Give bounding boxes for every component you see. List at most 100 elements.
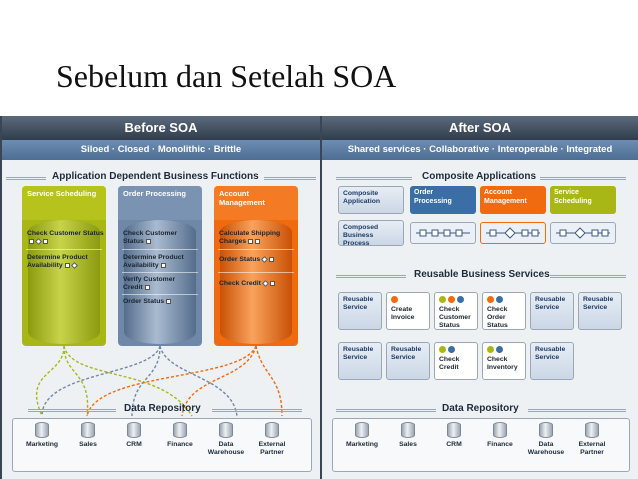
connection-line xyxy=(131,345,161,417)
reusable-service: Reusable Service xyxy=(386,342,430,380)
orange-dot-icon xyxy=(448,296,455,303)
square-icon xyxy=(269,280,275,286)
square-icon xyxy=(248,238,254,244)
services-title: Reusable Business Services xyxy=(414,269,550,280)
connection-line xyxy=(35,345,65,417)
silo-item-label: Check Customer Status xyxy=(123,230,178,245)
silo-title: Order Processing xyxy=(118,186,202,220)
silo-divider xyxy=(218,272,294,273)
connection-line xyxy=(159,345,238,417)
green-dot-icon xyxy=(439,296,446,303)
service-label: Create Invoice xyxy=(391,306,415,321)
connection-line xyxy=(181,345,257,417)
silo-item: Determine Product Availability xyxy=(123,254,185,270)
flow-decision xyxy=(504,227,516,239)
service-check-inventory: Check Inventory xyxy=(482,342,526,380)
silo-item: Check Credit xyxy=(219,279,275,288)
repository-label: CRM xyxy=(446,441,462,448)
section-rule xyxy=(540,177,626,180)
flow-step xyxy=(489,229,497,237)
service-label: Check Customer Status xyxy=(439,306,471,329)
database-icon xyxy=(219,422,233,438)
silo-item-label: Check Customer Status xyxy=(27,230,104,237)
connection-line xyxy=(41,345,161,417)
flow-step xyxy=(419,229,427,237)
section-rule xyxy=(336,275,406,278)
before-soa-subheader: Siloed · Closed · Monolithic · Brittle xyxy=(2,140,320,160)
composite-title: Composite Applications xyxy=(422,171,537,182)
composite-application: Composite Application xyxy=(338,186,404,214)
repository-sales: Sales xyxy=(68,422,108,449)
flow-step xyxy=(431,229,439,237)
square-icon xyxy=(145,238,151,244)
silo-divider xyxy=(122,272,198,273)
repository-label: Data Warehouse xyxy=(207,441,245,456)
square-icon xyxy=(29,238,34,244)
connection-line xyxy=(86,345,257,417)
silo-divider xyxy=(26,249,102,250)
silo-item: Determine Product Availability xyxy=(27,254,89,270)
service-check-credit: Check Credit xyxy=(434,342,478,380)
database-icon xyxy=(539,422,553,438)
silo-item: Check Customer Status xyxy=(27,230,106,246)
app-order-processing: Order Processing xyxy=(410,186,476,214)
section-rule xyxy=(528,409,626,412)
app-service-scheduling: Service Scheduling xyxy=(550,186,616,214)
repository-sales: Sales xyxy=(388,422,428,449)
service-create-invoice: Create Invoice xyxy=(386,292,430,330)
reusable-service: Reusable Service xyxy=(338,342,382,380)
silo-connections xyxy=(35,345,283,417)
repository-marketing: Marketing xyxy=(22,422,62,449)
repository-crm: CRM xyxy=(434,422,474,449)
reusable-service: Reusable Service xyxy=(578,292,622,330)
silo-item: Check Customer Status xyxy=(123,230,183,246)
after-soa-header: After SOA xyxy=(322,116,638,140)
silo-service-scheduling: Service Scheduling Check Customer Status… xyxy=(22,186,106,346)
section-rule xyxy=(550,275,626,278)
service-check-customer-status: Check Customer Status xyxy=(434,292,478,330)
connection-line xyxy=(63,345,193,417)
square-icon xyxy=(160,262,166,268)
database-icon xyxy=(173,422,187,438)
connection-line xyxy=(63,345,89,417)
repository-label: Finance xyxy=(487,441,513,448)
green-dot-icon xyxy=(487,346,494,353)
reusable-service: Reusable Service xyxy=(338,292,382,330)
section-rule xyxy=(212,409,302,412)
database-icon xyxy=(35,422,49,438)
before-soa-panel: Before SOA Siloed · Closed · Monolithic … xyxy=(2,116,320,479)
silo-title: Service Scheduling xyxy=(22,186,106,220)
repository-label: Sales xyxy=(399,441,417,448)
silo-item: Verify Customer Credit xyxy=(123,276,189,292)
repository-label: External Partner xyxy=(258,441,286,456)
repository-finance: Finance xyxy=(160,422,200,449)
data-repository-box xyxy=(12,418,312,472)
repository-data-warehouse: Data Warehouse xyxy=(206,422,246,457)
green-dot-icon xyxy=(439,346,446,353)
silo-item-label: Check Credit xyxy=(219,280,261,287)
repository-external-partner: External Partner xyxy=(252,422,292,457)
database-icon xyxy=(81,422,95,438)
database-icon xyxy=(585,422,599,438)
blue-dot-icon xyxy=(457,296,464,303)
repository-title: Data Repository xyxy=(442,403,519,414)
process-flow-diagrams xyxy=(416,227,610,239)
section-rule xyxy=(6,177,46,180)
silo-divider xyxy=(122,294,198,295)
composed-business-process: Composed Business Process xyxy=(338,220,404,247)
silo-item: Order Status xyxy=(219,255,275,264)
square-icon xyxy=(64,262,70,268)
silo-item-label: Determine Product Availability xyxy=(123,254,184,269)
section-rule xyxy=(336,177,412,180)
silo-item-label: Order Status xyxy=(219,256,261,263)
silo-item-label: Determine Product Availability xyxy=(27,254,88,269)
section-rule xyxy=(336,409,436,412)
flow-step xyxy=(531,229,539,237)
reusable-service: Reusable Service xyxy=(530,342,574,380)
silo-item-label: Calculate Shipping Charges xyxy=(219,230,281,245)
flow-step xyxy=(559,229,567,237)
silo-divider xyxy=(122,249,198,250)
database-icon xyxy=(493,422,507,438)
reusable-service: Reusable Service xyxy=(530,292,574,330)
repository-label: External Partner xyxy=(578,441,606,456)
